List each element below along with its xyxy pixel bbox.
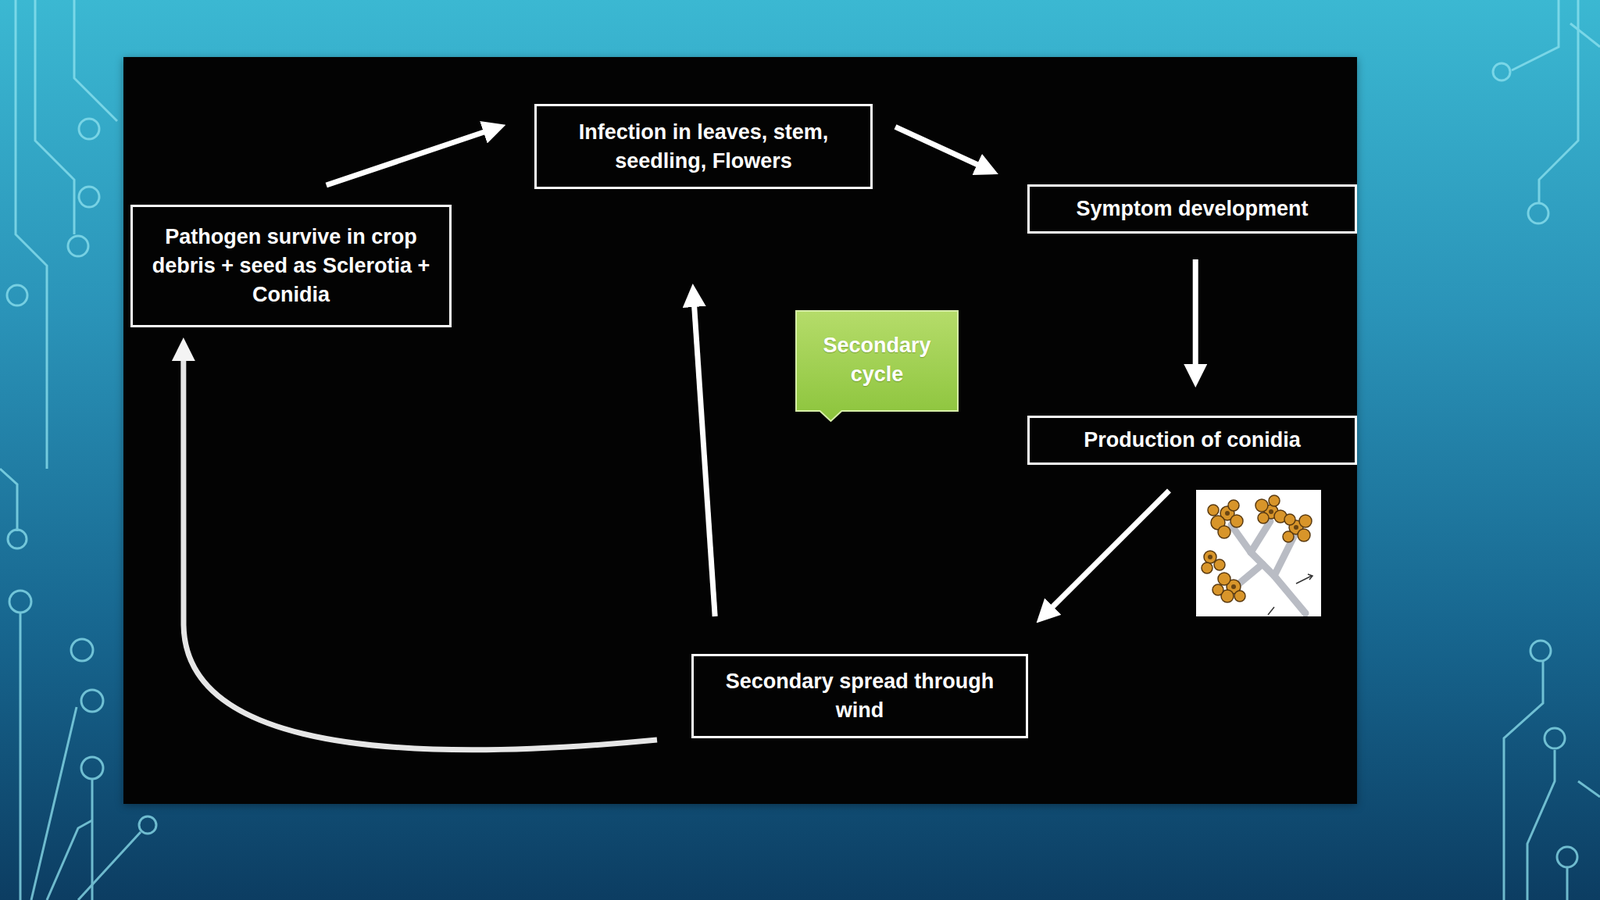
flow-arrow — [326, 128, 497, 186]
process-box: Infection in leaves, stem, seedling, Flo… — [534, 103, 873, 190]
box-text: Symptom development — [1075, 194, 1308, 224]
box-text: Secondary spread through wind — [701, 667, 1018, 725]
process-box: Secondary spread through wind — [691, 653, 1029, 739]
box-text: Pathogen survive in crop debris + seed a… — [140, 222, 442, 309]
box-text: Infection in leaves, stem, seedling, Flo… — [544, 117, 863, 175]
callout-text: Secondary cycle — [803, 331, 950, 389]
conidiophore-illustration — [1196, 489, 1322, 617]
box-text: Production of conidia — [1083, 425, 1301, 455]
cycle-callout: Secondary cycle — [794, 309, 960, 423]
flow-arrow — [895, 126, 990, 171]
process-box: Symptom development — [1027, 184, 1358, 234]
survival-box: Pathogen survive in crop debris + seed a… — [130, 204, 452, 328]
flow-arrow — [183, 346, 658, 750]
process-box: Production of conidia — [1027, 415, 1358, 465]
flow-arrow — [1192, 259, 1199, 379]
callout-body: Secondary cycle — [794, 309, 960, 411]
flow-arrow — [693, 292, 716, 617]
flow-arrow — [1042, 490, 1169, 617]
